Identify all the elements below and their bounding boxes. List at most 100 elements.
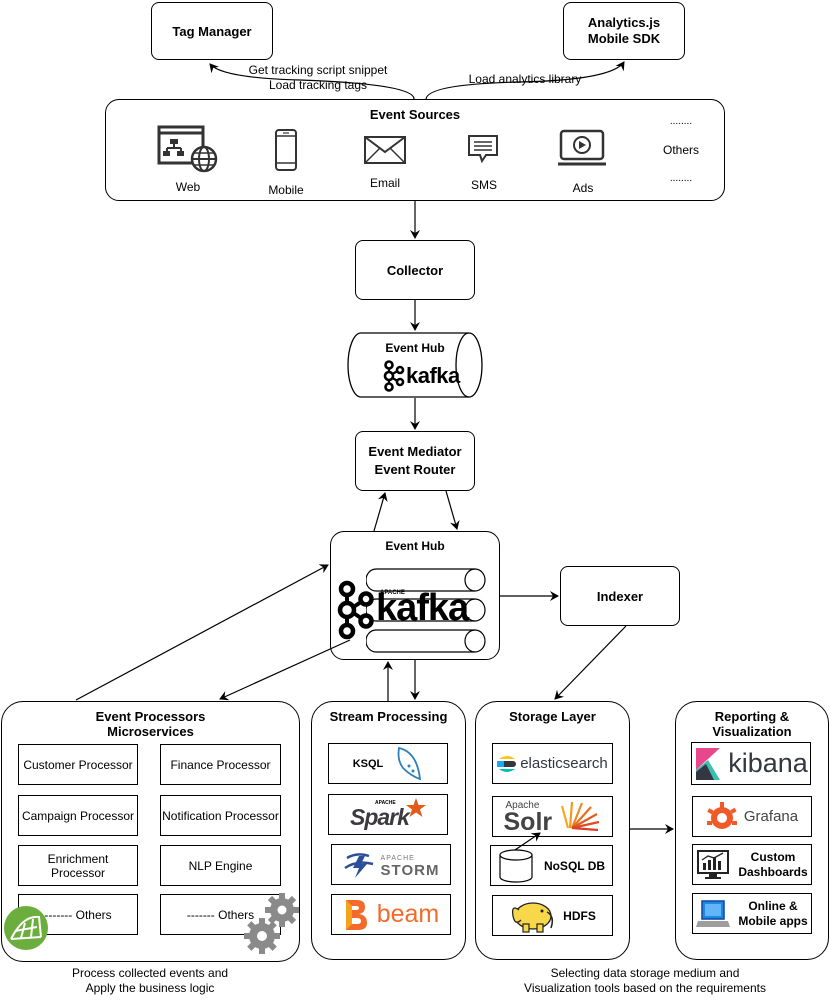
laptop-icon [696,899,731,927]
beam-logo-icon [345,899,367,930]
dashboards-label: Dashboards [738,864,808,879]
tag-manager-label: Tag Manager [172,23,252,39]
grafana-logo-icon [706,801,737,829]
event-hub-cylinder[interactable] [347,332,485,398]
email-icon [364,136,406,164]
storage-caption-1: Selecting data storage medium and [550,966,740,980]
edge-label-tracking-snippet: Get tracking script snippet [248,63,388,77]
grafana-label: Grafana [743,808,799,825]
custom-label: Custom [750,849,796,864]
solr-label: Solr [503,807,553,836]
web-icon [157,125,218,173]
notification-processor[interactable]: Notification Processor [160,795,281,836]
storage-caption-2: Visualization tools based on the require… [524,981,766,995]
source-mobile-label: Mobile [268,183,304,197]
edge-label-load-tags: Load tracking tags [268,78,368,92]
ads-icon [558,129,606,166]
event-hub-1-title: Event Hub [385,341,445,355]
processors-caption-2: Apply the business logic [85,981,215,995]
grafana-tile[interactable]: Grafana [692,796,812,837]
reporting-title-1: Reporting & [714,709,790,724]
kafka-wordmark-1: kafka [406,363,460,388]
source-sms-label: SMS [470,178,497,192]
ksql-label: KSQL [352,757,384,770]
nlp-engine[interactable]: NLP Engine [160,845,281,886]
event-router-label: Event Router [374,462,456,477]
finance-processor[interactable]: Finance Processor [160,744,281,785]
processors-caption-1: Process collected events and [71,966,229,980]
mobile-icon [275,129,297,171]
hdfs-label: HDFS [563,908,596,923]
source-others-label: Others [662,143,699,157]
solr-sun-icon [560,801,599,831]
kafka-topics-icon [366,568,486,653]
stream-processing-title: Stream Processing [329,709,448,724]
analytics-label: Analytics.js [587,15,661,30]
source-dots-top: ........ [669,116,693,127]
kibana-label: kibana [728,748,808,778]
microservice-tent-icon [4,906,48,950]
sms-icon [468,135,498,164]
collector-label: Collector [386,262,444,278]
kafka-apache-tag: APACHE [380,590,405,596]
nosql-label: NoSQL DB [543,858,606,873]
source-dots-bottom: ........ [669,173,693,184]
elasticsearch-label: elasticsearch [520,755,608,772]
ksql-rocket-icon [397,746,422,780]
storm-tile[interactable]: APACHE STORM [331,844,451,885]
gears-icon [244,893,299,954]
indexer-label: Indexer [596,588,644,604]
online-mobile-apps-tile[interactable]: Online & Mobile apps [692,893,812,934]
hadoop-elephant-icon [512,901,554,933]
source-ads-label: Ads [572,181,594,195]
storm-apache-tag: APACHE [380,854,415,862]
customer-processor[interactable]: Customer Processor [18,744,138,785]
analytics-sdk-box[interactable]: Analytics.js Mobile SDK [563,2,685,60]
edge-hub2-to-mediator [373,492,388,532]
collector-box[interactable]: Collector [355,240,475,300]
nosql-tile[interactable]: NoSQL DB [490,845,613,886]
edge-processors-to-hub2 [75,564,329,701]
elasticsearch-tile[interactable]: elasticsearch [492,743,613,784]
dashboard-monitor-icon [697,849,730,879]
mobile-sdk-label: Mobile SDK [587,31,661,46]
reporting-title-2: Visualization [712,724,792,739]
kafka-wordmark-2: kafka [376,587,469,629]
solr-apache-tag: Apache [505,799,540,811]
event-mediator-box[interactable]: Event Mediator Event Router [355,431,475,491]
online-label: Online & [748,898,798,913]
beam-tile[interactable]: beam [331,894,451,935]
event-mediator-label: Event Mediator [368,444,462,459]
tag-manager-box[interactable]: Tag Manager [151,2,273,60]
spark-label: Spark [350,803,410,830]
hdfs-tile[interactable]: HDFS [492,895,613,936]
elasticsearch-logo-icon [497,755,517,772]
storm-bolt-icon [343,852,373,878]
kibana-logo-icon [696,747,721,780]
edge-mediator-to-hub2 [445,490,460,530]
event-hub-2-title: Event Hub [385,539,445,553]
beam-label: beam [376,900,440,928]
processor-others-2[interactable]: ------- Others [160,894,281,935]
kafka-logo-icon [383,360,405,392]
kafka-large-logo-icon [337,580,374,640]
mobile-apps-label: Mobile apps [738,913,808,928]
spark-star-icon [406,797,426,817]
event-sources-title: Event Sources [369,107,461,122]
custom-dashboards-tile[interactable]: Custom Dashboards [692,844,812,885]
processors-title-1: Event Processors [95,709,206,724]
solr-tile[interactable]: Apache Solr [492,796,613,837]
processors-title-2: Microservices [107,724,194,739]
storage-layer-title: Storage Layer [509,709,596,724]
campaign-processor[interactable]: Campaign Processor [18,795,138,836]
kibana-tile[interactable]: kibana [691,742,811,785]
indexer-box[interactable]: Indexer [560,566,680,626]
ksql-tile[interactable]: KSQL [328,743,448,784]
spark-tile[interactable]: APACHE Spark [328,794,448,835]
spark-apache-tag: APACHE [375,799,396,806]
storm-label: STORM [380,861,440,879]
edge-label-load-analytics: Load analytics library [468,72,582,86]
enrichment-processor[interactable]: Enrichment Processor [18,845,138,886]
source-web-label: Web [175,180,201,194]
edge-indexer-to-storage [554,625,627,700]
